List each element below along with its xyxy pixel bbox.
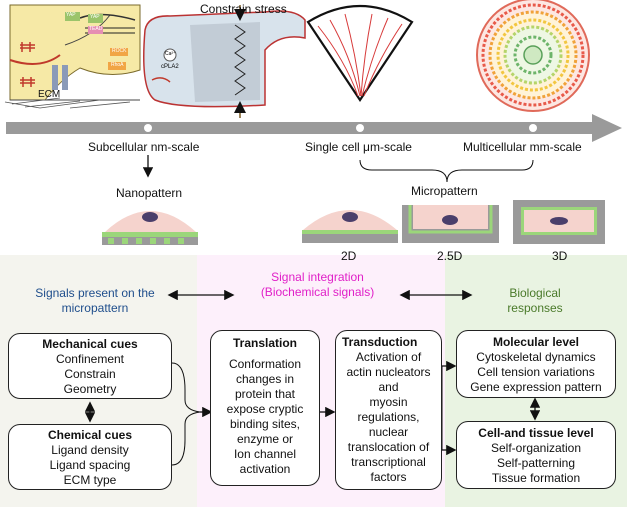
constrain-stress-label: Constrain stress <box>200 2 287 16</box>
scale-timeline <box>6 114 622 142</box>
calcium-label: Ca²⁺ <box>165 51 176 57</box>
tissue-line: Self-patterning <box>496 456 576 470</box>
transduction-line: myosin <box>369 395 408 409</box>
micropattern-2d <box>302 210 398 243</box>
transduction-box: Transduction Activation of actin nucleat… <box>335 330 442 490</box>
chemical-line: Ligand spacing <box>49 458 131 472</box>
chemical-cues-box: Chemical cues Ligand density Ligand spac… <box>8 424 172 490</box>
micropattern-3d <box>513 200 605 244</box>
rhoa-label: RhoA <box>111 62 124 68</box>
multicellular-scale-label: Multicellular mm-scale <box>463 140 582 154</box>
transduction-line: regulations, <box>357 410 420 424</box>
chemical-line: Ligand density <box>51 443 129 457</box>
transduction-line: factors <box>370 470 407 484</box>
tissue-level-title: Cell-and tissue level <box>478 426 594 440</box>
translation-box: Translation Conformation changes in prot… <box>210 330 320 486</box>
translation-line: Ion channel <box>233 447 297 461</box>
single-cell-illustration <box>306 5 414 102</box>
translation-title: Translation <box>232 336 297 350</box>
molecular-line: Gene expression pattern <box>470 380 602 394</box>
label-3d: 3D <box>552 249 568 263</box>
translation-line: protein that <box>234 387 296 401</box>
mechanical-line: Geometry <box>63 382 117 396</box>
signals-present-heading: Signals present on the micropattern <box>35 286 155 315</box>
mechanical-line: Constrain <box>64 367 116 381</box>
translation-line: changes in <box>235 372 295 386</box>
translation-line: Conformation <box>228 357 302 371</box>
multicellular-illustration <box>476 0 590 112</box>
molecular-level-box: Molecular level Cytoskeletal dynamics Ce… <box>456 330 616 398</box>
yap-label-2: YAP <box>90 14 100 20</box>
single-cell-scale-label: Single cell μm-scale <box>305 140 412 154</box>
micropattern-2-5d <box>402 205 499 243</box>
mechanical-line: Confinement <box>55 352 125 366</box>
chemical-line: ECM type <box>63 473 117 487</box>
transduction-line: Activation of <box>355 350 422 364</box>
molecular-line: Cytoskeletal dynamics <box>476 350 596 364</box>
translation-line: enzyme or <box>236 432 294 446</box>
transduction-line: and <box>378 380 399 394</box>
transduction-line: transcriptional <box>351 455 426 469</box>
cpla2-label: cPLA2 <box>161 64 179 70</box>
label-2d: 2D <box>341 249 357 263</box>
translation-line: binding sites, <box>229 417 301 431</box>
tead-label: TEAD <box>89 26 103 32</box>
transduction-line: actin nucleators <box>346 365 431 379</box>
chemical-cues-title: Chemical cues <box>47 428 133 442</box>
tissue-level-box: Cell-and tissue level Self-organization … <box>456 421 616 489</box>
transduction-line: nuclear <box>368 425 409 439</box>
elongated-cell-illustration <box>143 5 306 118</box>
mechanical-cues-title: Mechanical cues <box>42 337 138 351</box>
label-2-5d: 2.5D <box>437 249 463 263</box>
micropattern-label: Micropattern <box>411 184 478 198</box>
transduction-title: Transduction <box>342 335 418 349</box>
nanopattern-label: Nanopattern <box>116 186 183 200</box>
signal-integration-heading: Signal integration (Biochemical signals) <box>260 270 375 299</box>
molecular-level-title: Molecular level <box>492 335 580 349</box>
molecular-line: Cell tension variations <box>477 365 595 379</box>
translation-line: activation <box>239 462 291 476</box>
subcellular-scale-label: Subcellular nm-scale <box>88 140 200 154</box>
biological-responses-heading: Biological responses <box>507 286 563 315</box>
yap-label-1: YAP <box>66 12 76 18</box>
tissue-line: Self-organization <box>490 441 582 455</box>
nanopattern-illustration <box>102 211 198 245</box>
tissue-line: Tissue formation <box>491 471 581 485</box>
transduction-line: translocation of <box>347 440 430 454</box>
translation-line: expose cryptic <box>226 402 304 416</box>
subcellular-illustration <box>4 4 141 109</box>
rock-label: ROCK <box>112 48 127 54</box>
ecm-label: ECM <box>38 89 61 100</box>
mechanical-cues-box: Mechanical cues Confinement Constrain Ge… <box>8 333 172 399</box>
